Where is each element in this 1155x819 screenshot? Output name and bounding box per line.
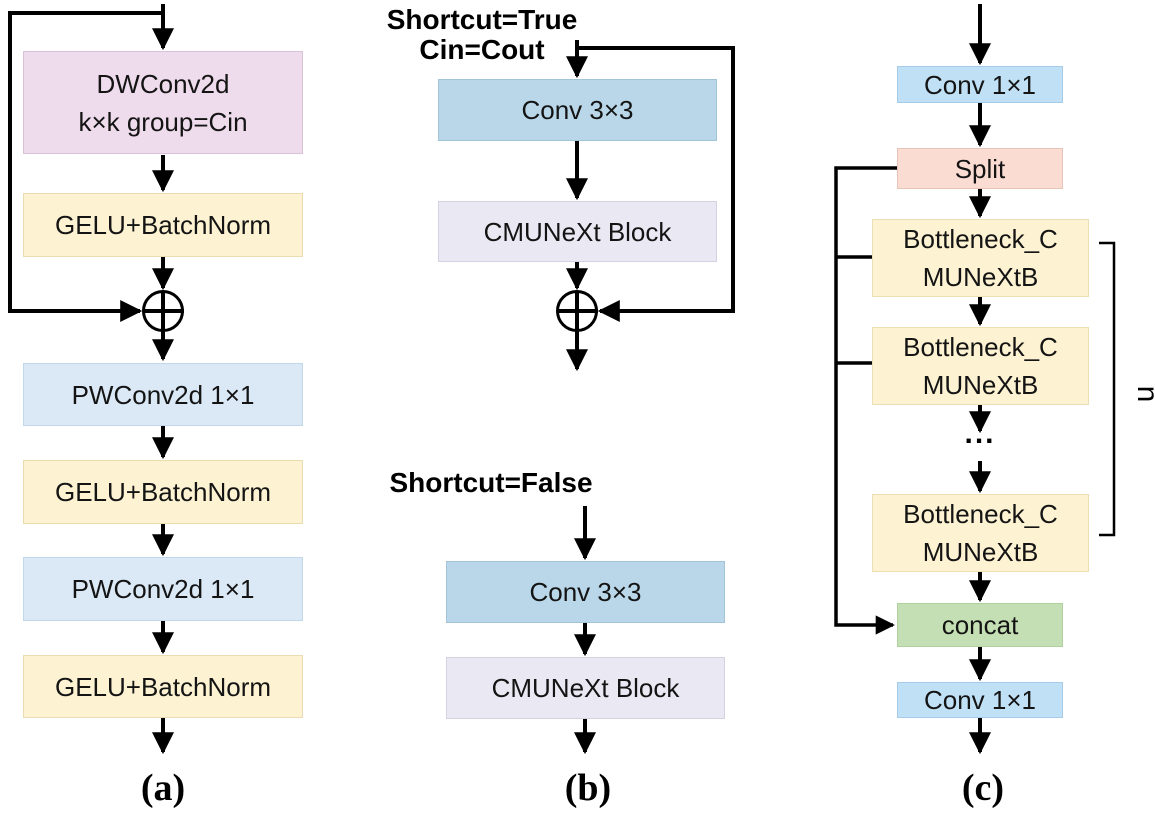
block-gelu-batchnorm-1: GELU+BatchNorm bbox=[23, 193, 303, 257]
heading-cin-cout: Cin=Cout bbox=[419, 34, 545, 65]
block-cmunext-true: CMUNeXt Block bbox=[438, 201, 717, 262]
block-gelu-batchnorm-3: GELU+BatchNorm bbox=[23, 655, 303, 718]
skip-connection-a bbox=[8, 11, 163, 322]
block-dwconv2d-line1: DWConv2d bbox=[96, 68, 230, 99]
block-dwconv2d: DWConv2d k×k group=Cin bbox=[23, 51, 303, 154]
block-split: Split bbox=[897, 148, 1063, 189]
ellipsis-repeat-indicator: ... bbox=[964, 417, 996, 450]
block-pwconv2d-2: PWConv2d 1×1 bbox=[23, 557, 303, 621]
block-gelu-batchnorm-2: GELU+BatchNorm bbox=[23, 460, 303, 524]
block-bottleneck-2: Bottleneck_C MUNeXtB bbox=[872, 327, 1089, 405]
block-bottleneck-1-line1: Bottleneck_C bbox=[903, 224, 1058, 254]
block-bottleneck-2-line2: MUNeXtB bbox=[922, 370, 1039, 400]
block-conv1x1-in: Conv 1×1 bbox=[897, 66, 1063, 103]
block-cmunext-false: CMUNeXt Block bbox=[446, 657, 725, 719]
caption-panel-a: (a) bbox=[140, 767, 186, 809]
block-pwconv2d-1: PWConv2d 1×1 bbox=[23, 363, 303, 426]
block-bottleneck-1: Bottleneck_C MUNeXtB bbox=[872, 219, 1089, 297]
block-bottleneck-1-line2: MUNeXtB bbox=[922, 262, 1039, 292]
caption-panel-b: (b) bbox=[564, 767, 612, 809]
skip-connection-b bbox=[577, 46, 735, 322]
block-conv1x1-out: Conv 1×1 bbox=[897, 682, 1063, 718]
block-dwconv2d-line2: k×k group=Cin bbox=[78, 106, 248, 137]
block-concat: concat bbox=[897, 603, 1063, 647]
heading-shortcut-false: Shortcut=False bbox=[389, 467, 593, 498]
add-operator-icon-b bbox=[556, 290, 598, 332]
block-conv3x3-false: Conv 3×3 bbox=[446, 561, 725, 623]
split-bypass-rail-c bbox=[834, 166, 897, 635]
caption-panel-c: (c) bbox=[961, 767, 1005, 809]
block-bottleneck-3-line2: MUNeXtB bbox=[922, 537, 1039, 567]
add-operator-icon-a bbox=[142, 290, 184, 332]
block-bottleneck-3-line1: Bottleneck_C bbox=[903, 499, 1058, 529]
repeat-bracket bbox=[1099, 241, 1116, 537]
heading-shortcut-true: Shortcut=True bbox=[386, 4, 578, 35]
block-bottleneck-2-line1: Bottleneck_C bbox=[903, 332, 1058, 362]
block-bottleneck-3: Bottleneck_C MUNeXtB bbox=[872, 494, 1089, 572]
repeat-count-label: n bbox=[1126, 377, 1155, 411]
block-conv3x3-true: Conv 3×3 bbox=[438, 79, 717, 141]
